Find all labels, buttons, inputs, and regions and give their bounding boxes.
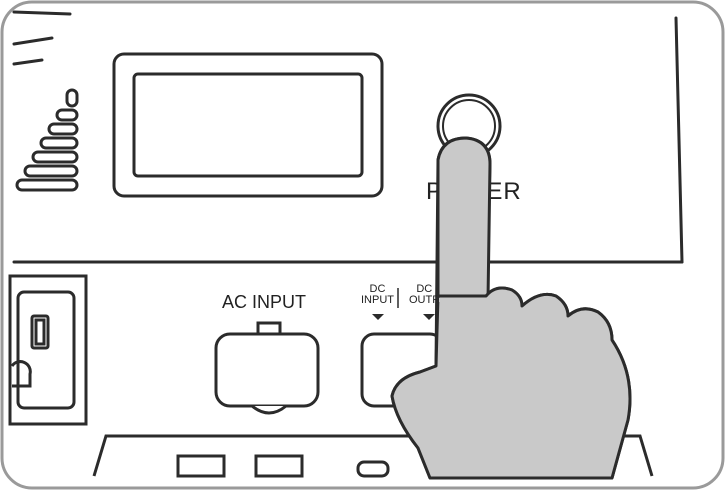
power-label: POWER xyxy=(426,178,522,205)
down-arrow-icon xyxy=(372,314,384,320)
display-screen xyxy=(112,52,384,198)
vent-line xyxy=(12,36,54,46)
ac-input-label: AC INPUT xyxy=(222,292,307,312)
dc-output-line2: OUTP xyxy=(409,294,440,306)
dc-input-label: DC INPUT xyxy=(361,284,394,306)
dc-output-label: DC OUTP xyxy=(409,284,440,306)
dc-input-line2: INPUT xyxy=(361,294,394,306)
device-side-edge xyxy=(674,16,684,264)
vent-slots xyxy=(15,88,79,192)
ac-outlet-icon xyxy=(8,274,88,426)
ac-input-port xyxy=(214,321,320,415)
dc-input-line1: DC xyxy=(369,283,386,295)
